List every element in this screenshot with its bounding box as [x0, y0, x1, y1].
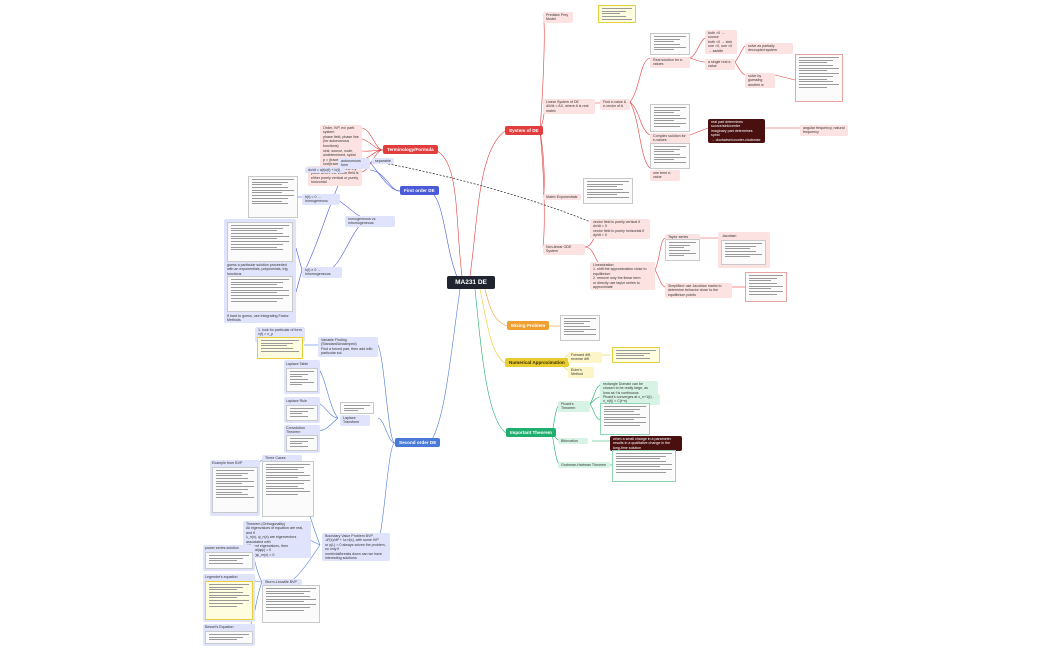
separable-node[interactable]: separable: [372, 158, 394, 165]
forward-diff-node[interactable]: Forward diff, reverse diff: [568, 352, 602, 363]
predator-prey-node[interactable]: Predator Prey Model: [543, 12, 573, 23]
terminology-node[interactable]: Terminology/Formula: [383, 145, 438, 154]
picard-thumbnail: [600, 403, 650, 435]
jacobian-thumbnail: [721, 240, 766, 265]
angular-frequency-node[interactable]: angular frequency, natural frequency: [800, 125, 848, 136]
integrating-factor-note[interactable]: If hard to guess, use Integrating Factor…: [227, 314, 289, 323]
laplace-table-label[interactable]: Laplace Table: [286, 362, 309, 366]
legendre-thumbnail: [205, 581, 253, 620]
bifurcation-node[interactable]: Bifurcation: [558, 438, 588, 445]
guess-thumbnail: [227, 222, 293, 262]
guess-note[interactable]: guess a particular solution proceeded wi…: [227, 263, 288, 276]
first-order-node[interactable]: First order DE: [400, 186, 439, 195]
terminology-item-phase[interactable]: phase field, phase line (for autonomous …: [320, 134, 362, 150]
real-solution-thumbnail: [650, 33, 690, 55]
power-series-thumbnail: [205, 552, 253, 569]
second-order-node[interactable]: Second order DE: [395, 438, 441, 447]
numerical-node[interactable]: Numerical Approximation: [505, 358, 569, 367]
bessel-thumbnail: [205, 631, 253, 644]
picard-note2-node[interactable]: Picard's converges at x_n+1(t) - x_n(t)|…: [600, 394, 660, 405]
one-term-thumbnail: [650, 143, 690, 169]
terminology-item-sink[interactable]: sink, source, node, undetermined, spiral: [320, 148, 362, 159]
jacobian-note-thumbnail: [745, 272, 787, 302]
guessing-thumbnail: [795, 54, 843, 102]
system-of-de-node[interactable]: System of DE: [505, 126, 543, 135]
predator-prey-thumbnail: [598, 5, 636, 23]
edge-numerical: [479, 288, 506, 364]
eigen-sign-node[interactable]: both >0 → source both <0 → sink one >0, …: [705, 30, 737, 55]
complex-solution-node[interactable]: Complex solution for e-values: [650, 133, 690, 144]
taylor-thumbnail: [665, 239, 700, 261]
sturm-liouville-node[interactable]: Sturm-Liouville BVP: [262, 579, 302, 586]
root-node[interactable]: MA231 DE: [447, 276, 495, 289]
matrix-exponentials-node[interactable]: Matrix Exponentials: [543, 194, 581, 201]
picard-note1-node[interactable]: rectangle Domain can be chosen to be rea…: [600, 381, 658, 397]
power-series-label[interactable]: power series solution: [205, 546, 239, 550]
integrating-factor-thumbnail: [227, 276, 293, 312]
undetermined-thumbnail: [257, 337, 303, 359]
variable-finding-node[interactable]: Variable Finding (Standard/Undamped) Fin…: [318, 337, 378, 357]
homo-vs-inhomo-node[interactable]: homogeneous vs. inhomogeneous: [345, 216, 395, 227]
laplace-transform-node[interactable]: Laplace Transform: [340, 415, 370, 426]
laplace-rule-thumbnail: [286, 405, 318, 421]
edge-mixing: [484, 288, 508, 327]
sturm-liouville-thumbnail: [262, 585, 320, 623]
taylor-series-node[interactable]: Taylor series: [665, 234, 700, 241]
edge-second-order: [429, 288, 461, 444]
autonomous-form-node[interactable]: autonomous form: [338, 158, 370, 169]
terminology-item-order[interactable]: Order, IVP, ex/ partl. system: [320, 125, 362, 136]
three-case-thumbnail: [262, 461, 314, 517]
euler-method-node[interactable]: Euler's Method: [568, 367, 594, 378]
forward-diff-thumbnail: [612, 347, 660, 363]
bvp-node[interactable]: Boundary Value Problem BVP -d²(x)/dt² + …: [322, 533, 390, 562]
homogeneous-thumbnail: [248, 176, 298, 218]
single-real-node[interactable]: a single real e-value: [705, 59, 735, 70]
example-bvp-label[interactable]: Example from BVP: [212, 461, 243, 465]
linear-system-node[interactable]: Linear System of DE dX/dt = AX, where A …: [543, 99, 595, 115]
partially-decoupled-node[interactable]: solve as partially decoupled system: [745, 43, 793, 54]
legendre-label[interactable]: Legendre's equation: [205, 575, 238, 579]
bifurcation-note-node[interactable]: when a small change in a parameter resul…: [610, 436, 682, 452]
convolution-thumbnail: [286, 435, 318, 451]
mixing-thumbnail: [560, 315, 600, 341]
linearization-node[interactable]: Linearization: 1. shift the approximatio…: [590, 262, 655, 291]
jacobian-label[interactable]: Jacobian: [722, 234, 737, 238]
laplace-table-thumbnail: [286, 368, 318, 392]
nonlinear-system-node[interactable]: Non-linear ODE System: [543, 244, 585, 255]
one-term-node[interactable]: one term e-value: [650, 170, 680, 181]
homogeneous-node[interactable]: b(t) = 0 → homogeneous: [302, 194, 340, 205]
important-theorem-node[interactable]: Important Theorem: [506, 428, 556, 437]
relation-dashed-line: [377, 161, 601, 227]
edge-theorems: [474, 288, 507, 434]
complex-solution-thumbnail: [650, 104, 690, 132]
complex-note-node[interactable]: real part determines source/sink/center …: [708, 119, 765, 144]
find-eigen-node[interactable]: Find e-value & e-vector of A: [600, 99, 630, 110]
edge-terminology: [434, 149, 463, 277]
linear-ode-node[interactable]: dx/dt = a(t)x(t) + b(t): [305, 167, 345, 174]
grobman-thumbnail: [612, 450, 676, 482]
laplace-transform-thumbnail: [340, 402, 374, 414]
example-bvp-thumbnail: [212, 467, 258, 513]
matrix-exp-thumbnail: [583, 178, 633, 204]
guessing-node[interactable]: solve by guessing another w: [745, 73, 775, 89]
edge-system: [469, 130, 506, 277]
inhomogeneous-node[interactable]: b(t) ≠ 0 → inhomogeneous: [302, 267, 342, 278]
jacobian-note-node[interactable]: Simplified: use Jacobian matrix to deter…: [665, 283, 732, 299]
bessel-label[interactable]: Bessel's Equation: [205, 625, 234, 629]
edge-first-order: [429, 190, 459, 280]
mixing-problem-node[interactable]: Mixing Problem: [507, 321, 550, 330]
vector-field-node[interactable]: vector field is purely vertical if dx/dt…: [590, 219, 650, 239]
laplace-rule-label[interactable]: Laplace Rule: [286, 399, 307, 403]
real-solution-node[interactable]: Real solution for e-values: [650, 57, 690, 68]
grobman-hartman-node[interactable]: Grobman-Hartman Theorem: [558, 462, 610, 469]
picard-theorem-node[interactable]: Picard's Theorem: [558, 401, 590, 412]
